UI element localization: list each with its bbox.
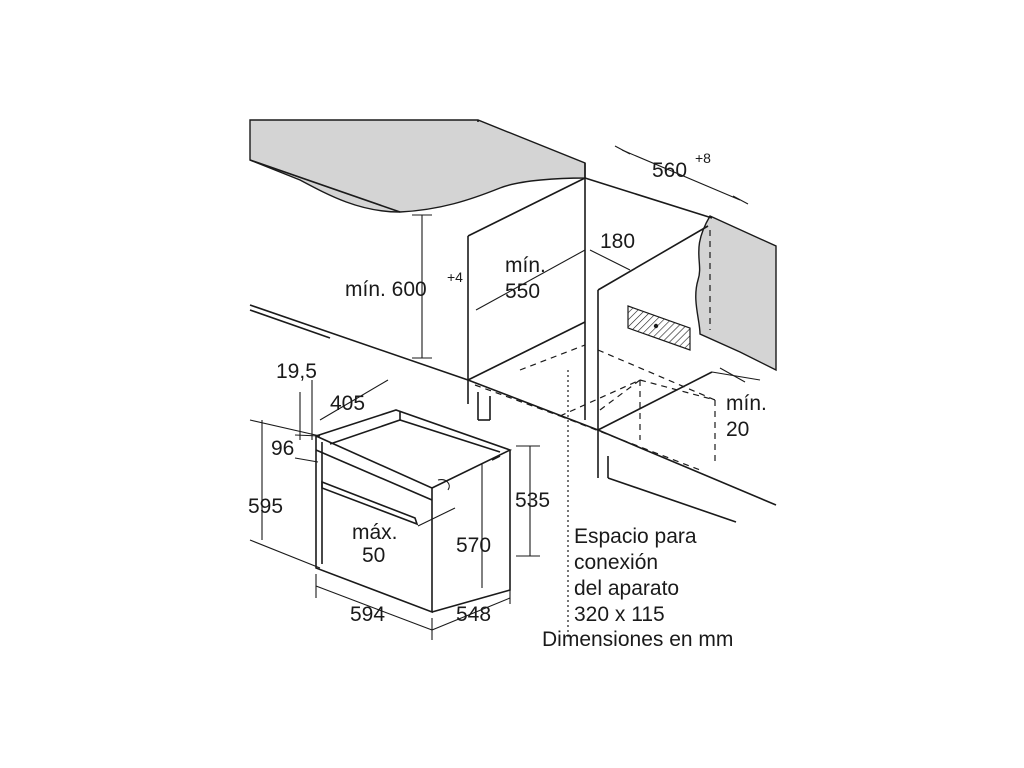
label-min-550-value: 550 xyxy=(505,280,540,303)
label-max-50-value: 50 xyxy=(362,544,385,567)
label-min-600-tolerance: +4 xyxy=(447,269,463,285)
label-548: 548 xyxy=(456,603,491,626)
hidden-lines xyxy=(474,230,716,640)
connection-note-line3: del aparato xyxy=(574,577,679,600)
connection-note: Espacio para conexión del aparato 320 x … xyxy=(542,525,733,651)
label-180: 180 xyxy=(600,230,635,253)
units-note: Dimensiones en mm xyxy=(542,628,733,651)
label-96: 96 xyxy=(271,437,294,460)
label-560: 560 xyxy=(652,159,687,182)
label-594: 594 xyxy=(350,603,385,626)
label-min-600: mín. 600 xyxy=(345,278,427,301)
connection-note-line1: Espacio para xyxy=(574,525,697,548)
label-595: 595 xyxy=(248,495,283,518)
label-min-550-word: mín. xyxy=(505,254,546,277)
connection-note-line4: 320 x 115 xyxy=(574,603,665,626)
connection-space-box xyxy=(627,305,691,351)
dimension-lines xyxy=(249,145,761,640)
label-min-20-word: mín. xyxy=(726,392,767,415)
label-570: 570 xyxy=(456,534,491,557)
label-19-5: 19,5 xyxy=(276,360,317,383)
label-560-tolerance: +8 xyxy=(695,150,711,166)
dimension-labels: 560 +8 180 mín. 600 +4 mín. 550 mín. 20 … xyxy=(248,150,767,626)
countertop-right xyxy=(695,215,777,372)
label-405: 405 xyxy=(330,392,365,415)
countertop-left xyxy=(249,119,586,213)
oven xyxy=(315,409,513,614)
label-min-20-value: 20 xyxy=(726,418,749,441)
oven-handle xyxy=(321,480,419,526)
label-max-50-word: máx. xyxy=(352,521,398,544)
connection-note-line2: conexión xyxy=(574,551,658,574)
label-535: 535 xyxy=(515,489,550,512)
cabinet-structure xyxy=(249,120,777,523)
